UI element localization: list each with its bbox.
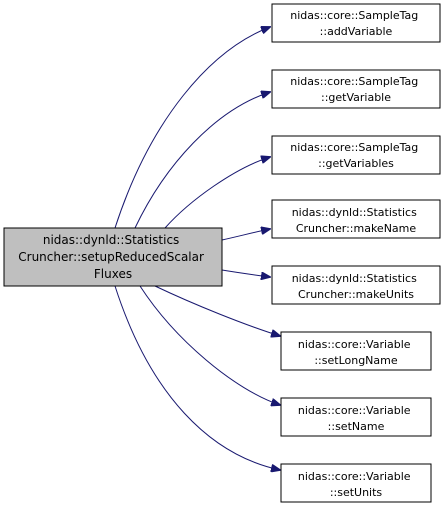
callee-node-line-1: nidas::core::SampleTag xyxy=(290,75,418,88)
callee-node-label: nidas::core::Variable ::setName xyxy=(298,404,414,433)
callee-node-get-variables[interactable]: nidas::core::SampleTag ::getVariables xyxy=(271,135,441,175)
callee-node-box xyxy=(280,397,432,437)
callee-node-box xyxy=(271,135,441,175)
callee-node-label: nidas::core::SampleTag ::getVariables xyxy=(290,141,422,170)
edge-get-variables xyxy=(164,157,270,229)
callee-node-box xyxy=(280,463,432,503)
callee-node-line-2: ::setUnits xyxy=(330,486,383,499)
root-node-line-1: nidas::dynld::Statistics xyxy=(43,233,179,247)
callee-node-set-long-name[interactable]: nidas::core::Variable ::setLongName xyxy=(280,331,432,371)
edge-set-units xyxy=(114,285,280,470)
callee-node-label: nidas::core::Variable ::setUnits xyxy=(298,470,414,499)
callee-node-get-variable[interactable]: nidas::core::SampleTag ::getVariable xyxy=(271,69,441,109)
callee-node-line-2: ::addVariable xyxy=(320,25,393,38)
callee-node-set-units[interactable]: nidas::core::Variable ::setUnits xyxy=(280,463,432,503)
callee-node-line-2: ::setLongName xyxy=(314,354,398,367)
edge-make-name xyxy=(221,229,270,241)
root-node-line-3: Fluxes xyxy=(94,267,132,281)
callee-node-label: nidas::core::SampleTag ::addVariable xyxy=(290,9,422,38)
callee-node-line-1: nidas::core::SampleTag xyxy=(290,9,418,22)
callee-node-line-1: nidas::core::Variable xyxy=(298,470,411,483)
callee-node-make-units[interactable]: nidas::dynld::Statistics Cruncher::makeU… xyxy=(271,265,441,305)
callee-node-make-name[interactable]: nidas::dynld::Statistics Cruncher::makeN… xyxy=(271,199,441,239)
callee-node-box xyxy=(271,3,441,43)
root-node-line-2: Cruncher::setupReducedScalar xyxy=(18,250,204,264)
edge-set-name xyxy=(139,285,280,405)
callee-node-add-variable[interactable]: nidas::core::SampleTag ::addVariable xyxy=(271,3,441,43)
callee-node-line-1: nidas::core::SampleTag xyxy=(290,141,418,154)
callee-node-line-2: ::setName xyxy=(328,420,385,433)
callee-node-set-name[interactable]: nidas::core::Variable ::setName xyxy=(280,397,432,437)
callee-node-line-2: Cruncher::makeUnits xyxy=(298,288,414,301)
callee-node-label: nidas::core::Variable ::setLongName xyxy=(298,338,414,367)
edge-make-units xyxy=(221,269,270,277)
callee-node-line-2: Cruncher::makeName xyxy=(296,222,417,235)
root-node-label: nidas::dynld::Statistics Cruncher::setup… xyxy=(18,233,208,281)
callee-node-label: nidas::dynld::Statistics Cruncher::makeN… xyxy=(292,206,421,235)
callee-node-line-1: nidas::dynld::Statistics xyxy=(292,272,417,285)
call-edges xyxy=(114,27,280,470)
callee-node-line-1: nidas::core::Variable xyxy=(298,338,411,351)
callee-node-line-1: nidas::dynld::Statistics xyxy=(292,206,417,219)
edge-get-variable xyxy=(134,92,270,229)
root-node[interactable]: nidas::dynld::Statistics Cruncher::setup… xyxy=(3,227,223,287)
edge-set-long-name xyxy=(154,285,280,336)
edge-add-variable xyxy=(114,27,270,229)
callee-node-label: nidas::dynld::Statistics Cruncher::makeU… xyxy=(292,272,421,301)
callee-node-box xyxy=(271,69,441,109)
root-node-box xyxy=(3,227,223,287)
callee-node-box xyxy=(271,199,441,239)
callee-node-line-2: ::getVariable xyxy=(321,91,391,104)
callee-node-label: nidas::core::SampleTag ::getVariable xyxy=(290,75,422,104)
callee-node-line-1: nidas::core::Variable xyxy=(298,404,411,417)
callee-node-line-2: ::getVariables xyxy=(318,157,394,170)
callee-node-box xyxy=(280,331,432,371)
callee-node-box xyxy=(271,265,441,305)
